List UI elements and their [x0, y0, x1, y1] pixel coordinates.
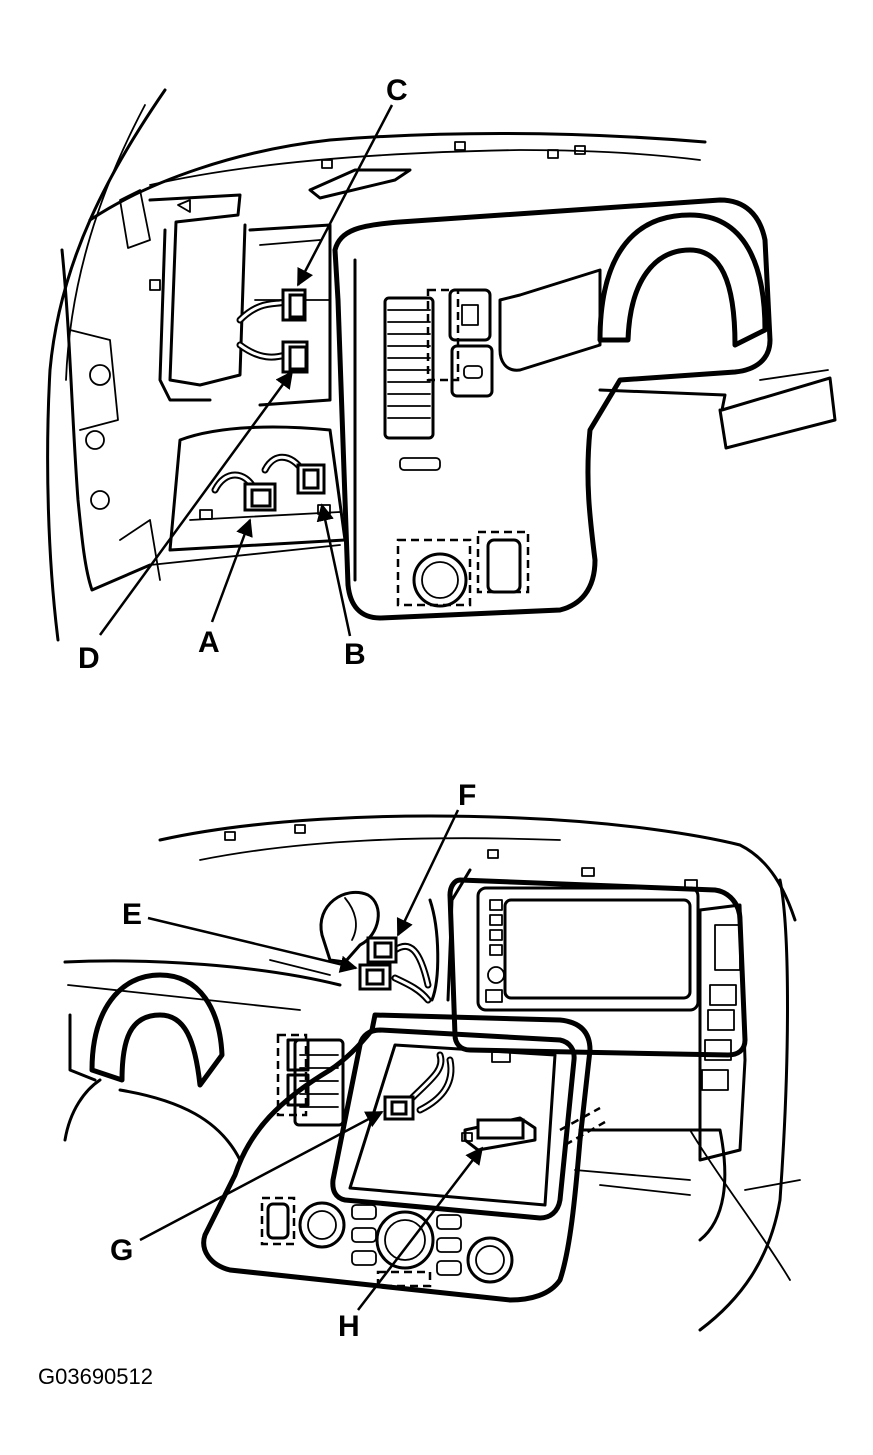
leader-d	[98, 370, 294, 636]
leader-g	[139, 1110, 384, 1242]
leader-b	[316, 503, 352, 637]
label-h: H	[338, 1310, 360, 1343]
top-dashboard-view: C D A B	[46, 74, 837, 675]
label-c: C	[386, 74, 408, 107]
figure-code: G03690512	[38, 1364, 153, 1389]
vent-louvers	[387, 309, 431, 419]
leader-a	[210, 518, 253, 623]
label-b: B	[344, 638, 366, 671]
label-a: A	[198, 626, 220, 659]
leader-e	[147, 916, 358, 973]
bottom-dashboard-view: F E G H	[63, 779, 801, 1343]
connector-h	[476, 1118, 525, 1140]
leader-c	[296, 104, 394, 287]
label-e: E	[122, 898, 142, 931]
leader-h	[357, 1146, 484, 1311]
label-f: F	[458, 779, 476, 812]
label-d: D	[78, 642, 100, 675]
label-g: G	[110, 1234, 133, 1267]
leader-f	[396, 809, 460, 937]
